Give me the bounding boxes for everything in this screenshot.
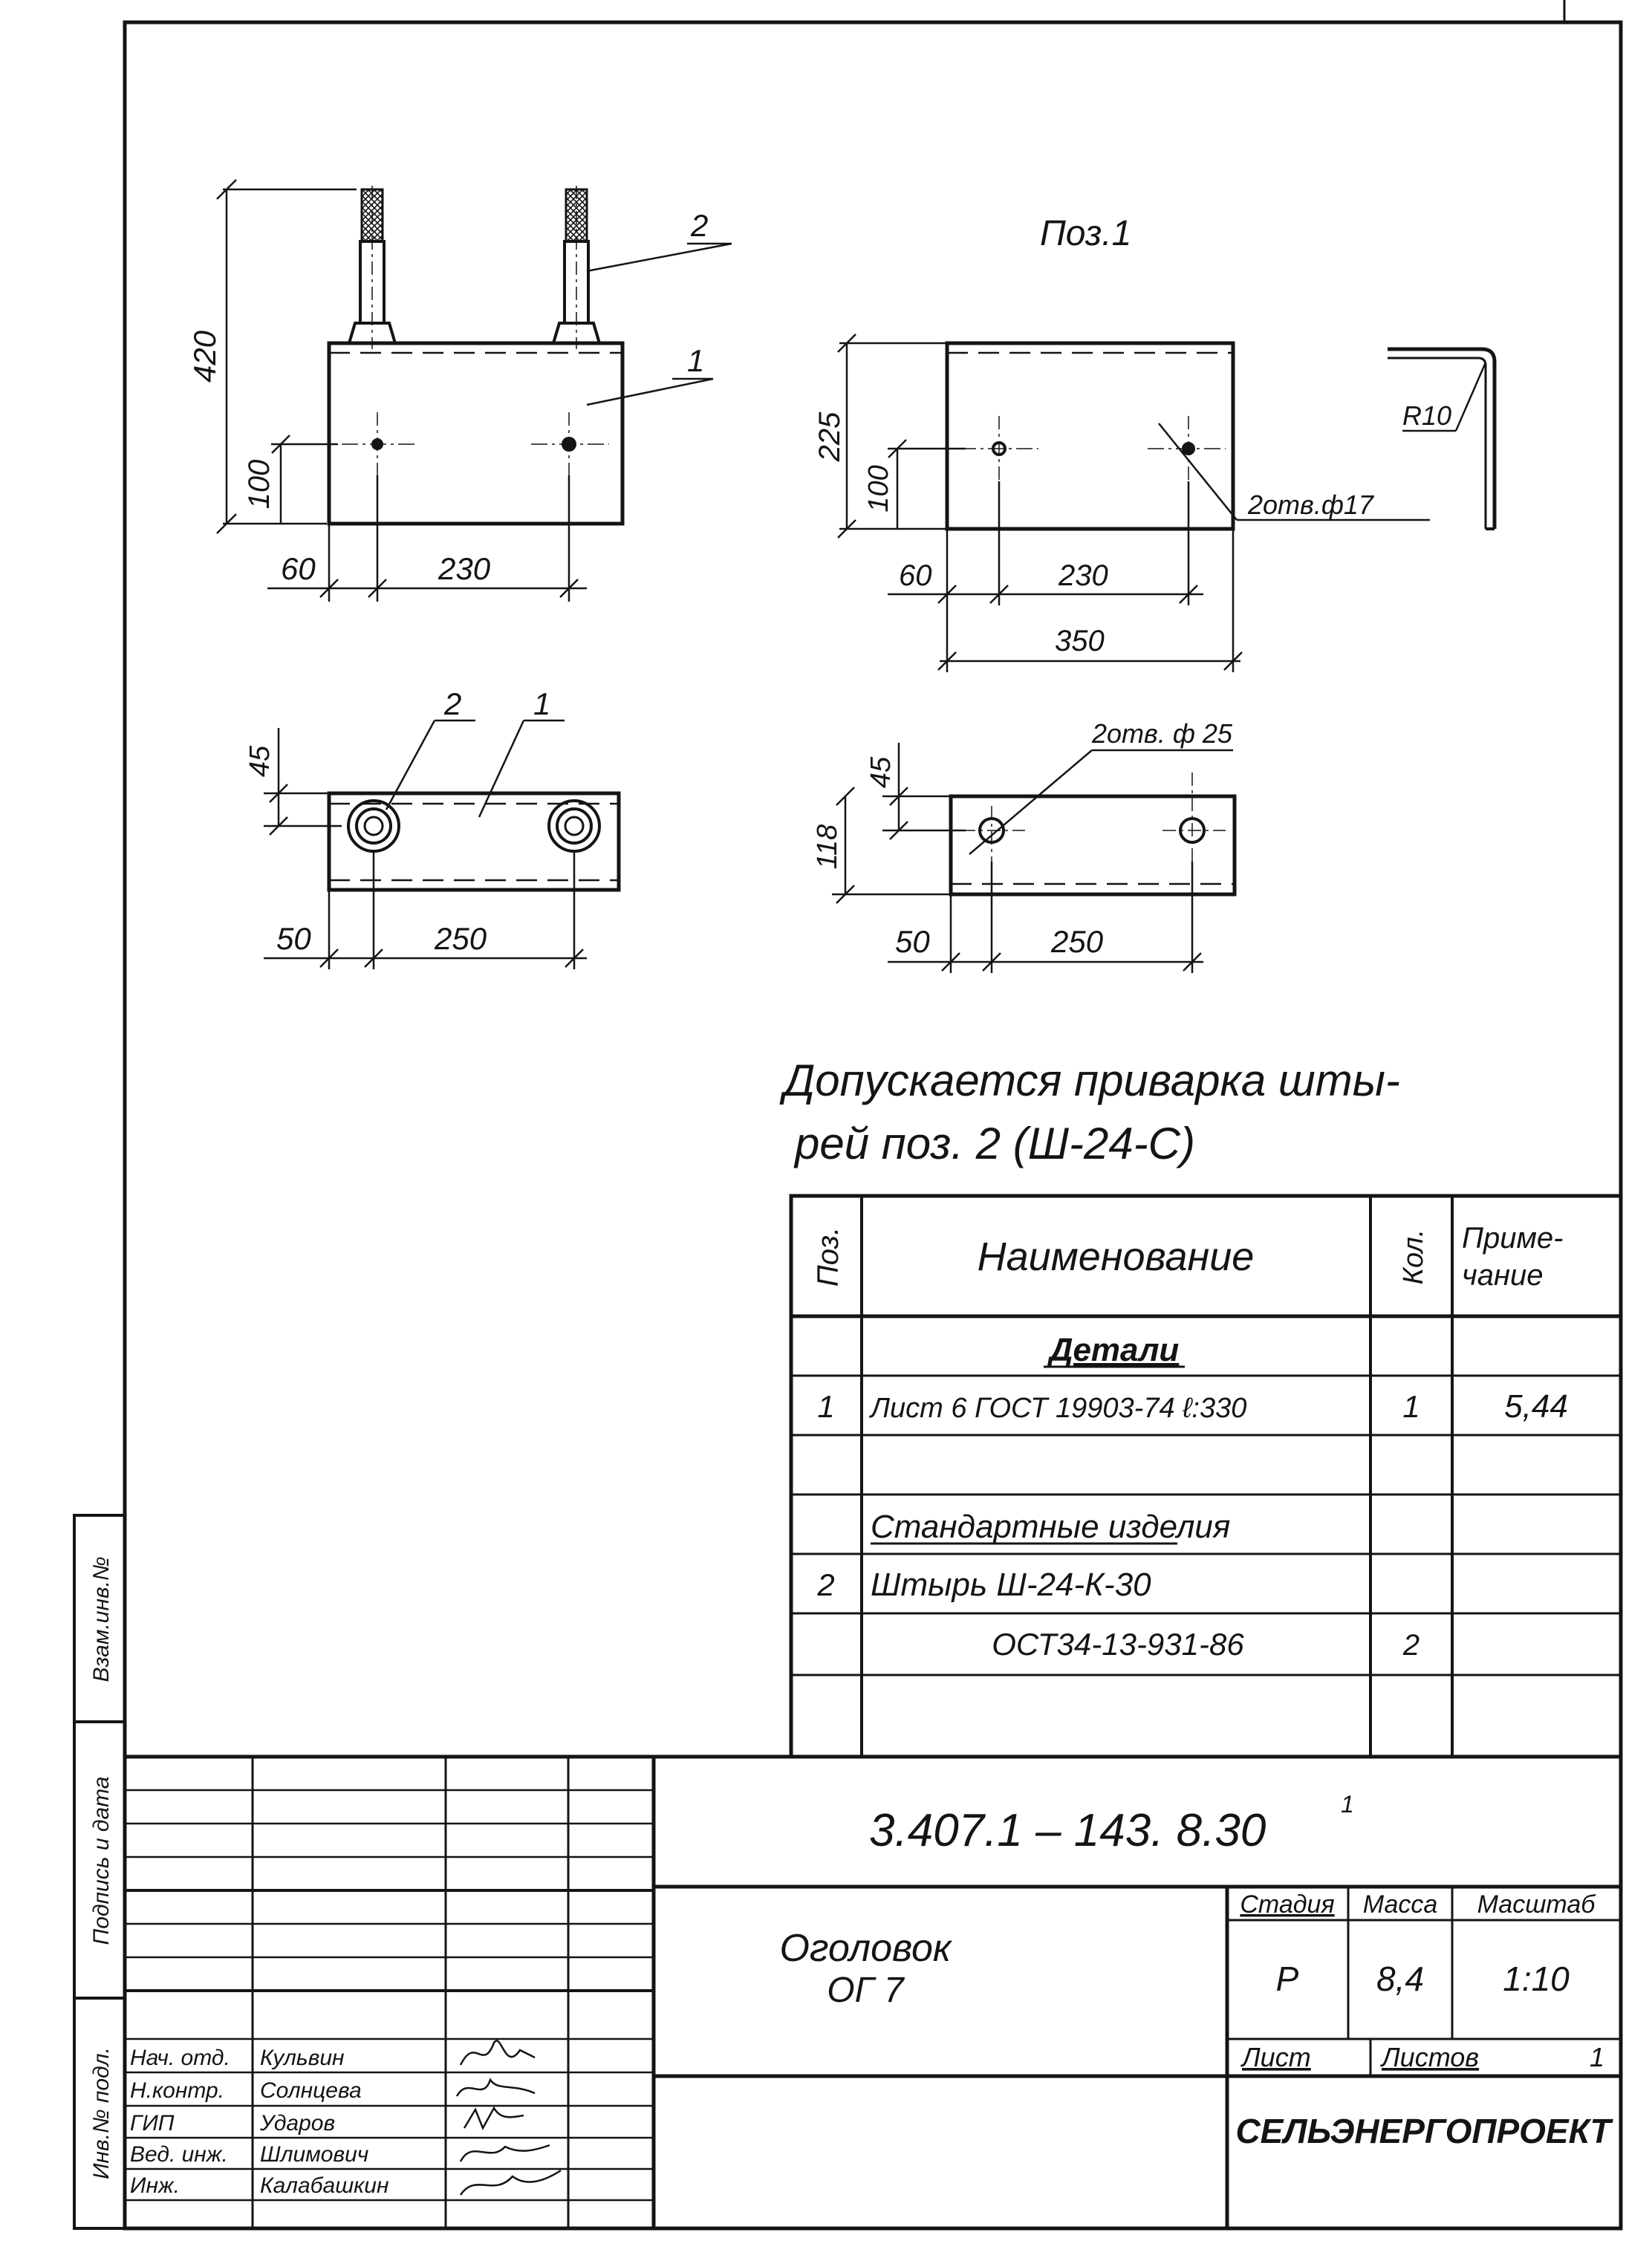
part-dim-spacing-230: 230: [1058, 559, 1108, 592]
spec-row1-note: 5,44: [1504, 1388, 1568, 1425]
scale-label: Масштаб: [1477, 1890, 1597, 1919]
stage-label: Стадия: [1240, 1890, 1334, 1919]
part-plan-dim-edge-50: 50: [895, 924, 930, 959]
dim-hole-height: 100: [243, 460, 276, 510]
staff-name-2: Солнцева: [260, 2078, 362, 2103]
plan-dim-hole-offset: 45: [244, 745, 276, 777]
hole-note-17: 2отв.ф17: [1247, 489, 1375, 520]
spec-row1-name: Лист 6 ГОСТ 19903-74 ℓ:330: [868, 1393, 1246, 1424]
staff-name-5: Калабашкин: [260, 2173, 388, 2198]
staff-role-3: ГИП: [130, 2111, 175, 2136]
plan-dim-spacing-250: 250: [434, 921, 487, 956]
part-dim-edge-60: 60: [899, 559, 932, 592]
part-dim-length-350: 350: [1055, 625, 1105, 657]
doc-number-sup: 1: [1341, 1791, 1354, 1818]
plan-callout-plate: 1: [533, 686, 550, 721]
part-front-view: Поз.1 2отв.ф17 R10 225 100: [813, 214, 1497, 672]
spec-header-qty: Кол.: [1398, 1229, 1429, 1285]
sheets-total: 1: [1590, 2042, 1604, 2072]
dim-edge-60: 60: [281, 551, 316, 586]
spec-row2-name: Штырь Ш-24-К-30: [871, 1567, 1151, 1603]
staff-name-4: Шлимович: [260, 2142, 368, 2167]
note-line-1: Допускается приварка шты-: [779, 1056, 1400, 1105]
spec-section-standard: Стандартные изделия: [871, 1509, 1230, 1545]
callout-plate: 1: [687, 343, 704, 378]
spec-row3-qty: 2: [1402, 1629, 1420, 1662]
plate-outline: [327, 341, 625, 526]
part-plate-outline: [945, 341, 1235, 531]
part-plan-dim-spacing-250: 250: [1050, 924, 1104, 959]
sheet-frame: [123, 0, 1623, 2231]
part-name-2: ОГ 7: [827, 1971, 905, 2010]
dim-height-total: 420: [187, 330, 222, 383]
part-plan-dim-width: 118: [812, 824, 843, 870]
sheet-label: Лист: [1240, 2042, 1311, 2072]
part-plan-dim-hole-offset: 45: [865, 756, 897, 788]
part-dim-hole-height: 100: [863, 465, 894, 512]
company-name: СЕЛЬЭНЕРГОПРОЕКТ: [1235, 2112, 1613, 2150]
side-margin-strip: Взам.инв.№ Подпись и дата Инв.№ подл.: [73, 1514, 126, 2230]
part-plan-view: 2отв. ф 25 45 118 50 250: [812, 718, 1237, 973]
welding-note: Допускается приварка шты- рей поз. 2 (Ш-…: [779, 1056, 1400, 1168]
sheets-label: Листов: [1380, 2042, 1479, 2072]
staff-name-3: Ударов: [259, 2111, 335, 2136]
part-dim-height: 225: [813, 412, 846, 462]
note-line-2: рей поз. 2 (Ш-24-С): [793, 1119, 1195, 1168]
spec-row2-pos: 2: [816, 1567, 834, 1602]
spec-header-pos: Поз.: [812, 1227, 845, 1287]
stage-value: Р: [1276, 1959, 1299, 1998]
assembly-front-view: 2 1 420 100 60 230: [187, 179, 732, 602]
margin-inv-podl: Инв.№ подл.: [89, 2047, 114, 2179]
signatures: [455, 2040, 562, 2196]
part-title: Поз.1: [1040, 214, 1131, 253]
staff-role-4: Вед. инж.: [130, 2142, 228, 2167]
spec-row3-name: ОСТ34-13-931-86: [992, 1627, 1244, 1662]
spec-header-name: Наименование: [978, 1235, 1255, 1279]
title-block: 3.407.1 – 143. 8.30 1 Оголовок ОГ 7 Стад…: [125, 1754, 1621, 2228]
margin-vzam-inv: Взам.инв.№: [89, 1557, 114, 1682]
pin-left: [347, 186, 397, 349]
spec-table: Поз. Наименование Кол. Приме- чание Дета…: [789, 1194, 1623, 1759]
staff-name-1: Кульвин: [260, 2046, 345, 2070]
dim-spacing-230: 230: [438, 551, 491, 586]
callout-pin: 2: [690, 208, 708, 243]
staff-role-2: Н.контр.: [130, 2078, 224, 2103]
assembly-plan-view: 2 1 45 50 250: [244, 686, 621, 969]
pin-plan-left: [347, 799, 400, 853]
pin-plan-right: [547, 799, 601, 853]
spec-row1-qty: 1: [1402, 1389, 1420, 1424]
plan-dim-edge-50: 50: [276, 921, 311, 956]
margin-podpis-data: Подпись и дата: [89, 1777, 114, 1945]
part-plan-outline: [949, 794, 1237, 897]
scale-value: 1:10: [1503, 1959, 1570, 1998]
staff-role-5: Инж.: [130, 2173, 180, 2198]
staff-role-1: Нач. отд.: [130, 2046, 230, 2070]
pin-right: [551, 186, 602, 349]
mass-value: 8,4: [1376, 1959, 1424, 1998]
plan-plate-outline: [327, 791, 621, 892]
radius-note: R10: [1402, 400, 1451, 431]
hole-note-25: 2отв. ф 25: [1091, 718, 1233, 749]
mass-label: Масса: [1363, 1890, 1438, 1919]
part-name-1: Оголовок: [779, 1927, 952, 1970]
spec-header-note-1: Приме-: [1462, 1222, 1563, 1255]
doc-number: 3.407.1 – 143. 8.30: [869, 1805, 1266, 1856]
spec-header-note-2: чание: [1462, 1259, 1543, 1292]
spec-row1-pos: 1: [817, 1389, 834, 1424]
spec-section-details: Детали: [1047, 1332, 1180, 1368]
plan-callout-pin: 2: [443, 686, 461, 721]
